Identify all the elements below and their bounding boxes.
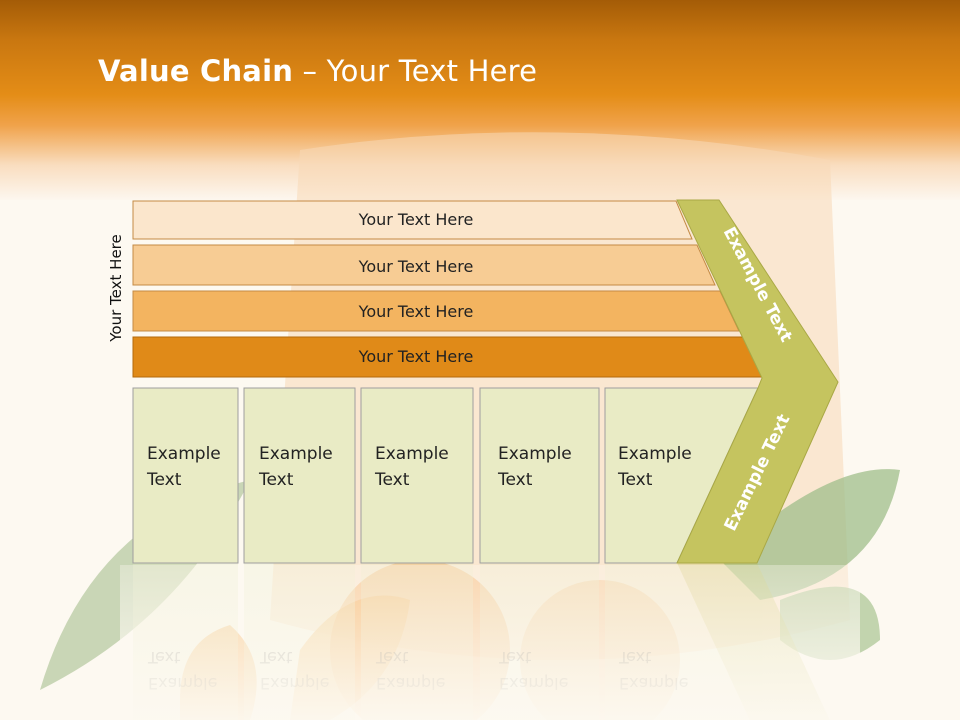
bar-3 <box>132 290 740 332</box>
column-2 <box>243 387 356 564</box>
column-1-line2: Text <box>146 470 182 490</box>
column-5-line2: Text <box>617 470 653 490</box>
page-title: Value Chain – Your Text Here <box>98 54 538 88</box>
column-4 <box>479 387 600 564</box>
column-4-line1: Example <box>498 444 572 464</box>
bar-2 <box>132 244 716 286</box>
bar-3-label: Your Text Here <box>358 302 474 321</box>
bar-4-label: Your Text Here <box>358 347 474 366</box>
column-2-line1: Example <box>259 444 333 464</box>
bar-1-label: Your Text Here <box>358 210 474 229</box>
bar-2-label: Your Text Here <box>358 257 474 276</box>
column-3-line2: Text <box>374 470 410 490</box>
column-1 <box>132 387 239 564</box>
bar-1 <box>132 200 693 240</box>
chevron-arrow <box>676 199 839 564</box>
column-3 <box>360 387 474 564</box>
column-3-line1: Example <box>375 444 449 464</box>
column-5-line1: Example <box>618 444 692 464</box>
column-2-line2: Text <box>258 470 294 490</box>
column-1-line1: Example <box>147 444 221 464</box>
column-4-line2: Text <box>497 470 533 490</box>
